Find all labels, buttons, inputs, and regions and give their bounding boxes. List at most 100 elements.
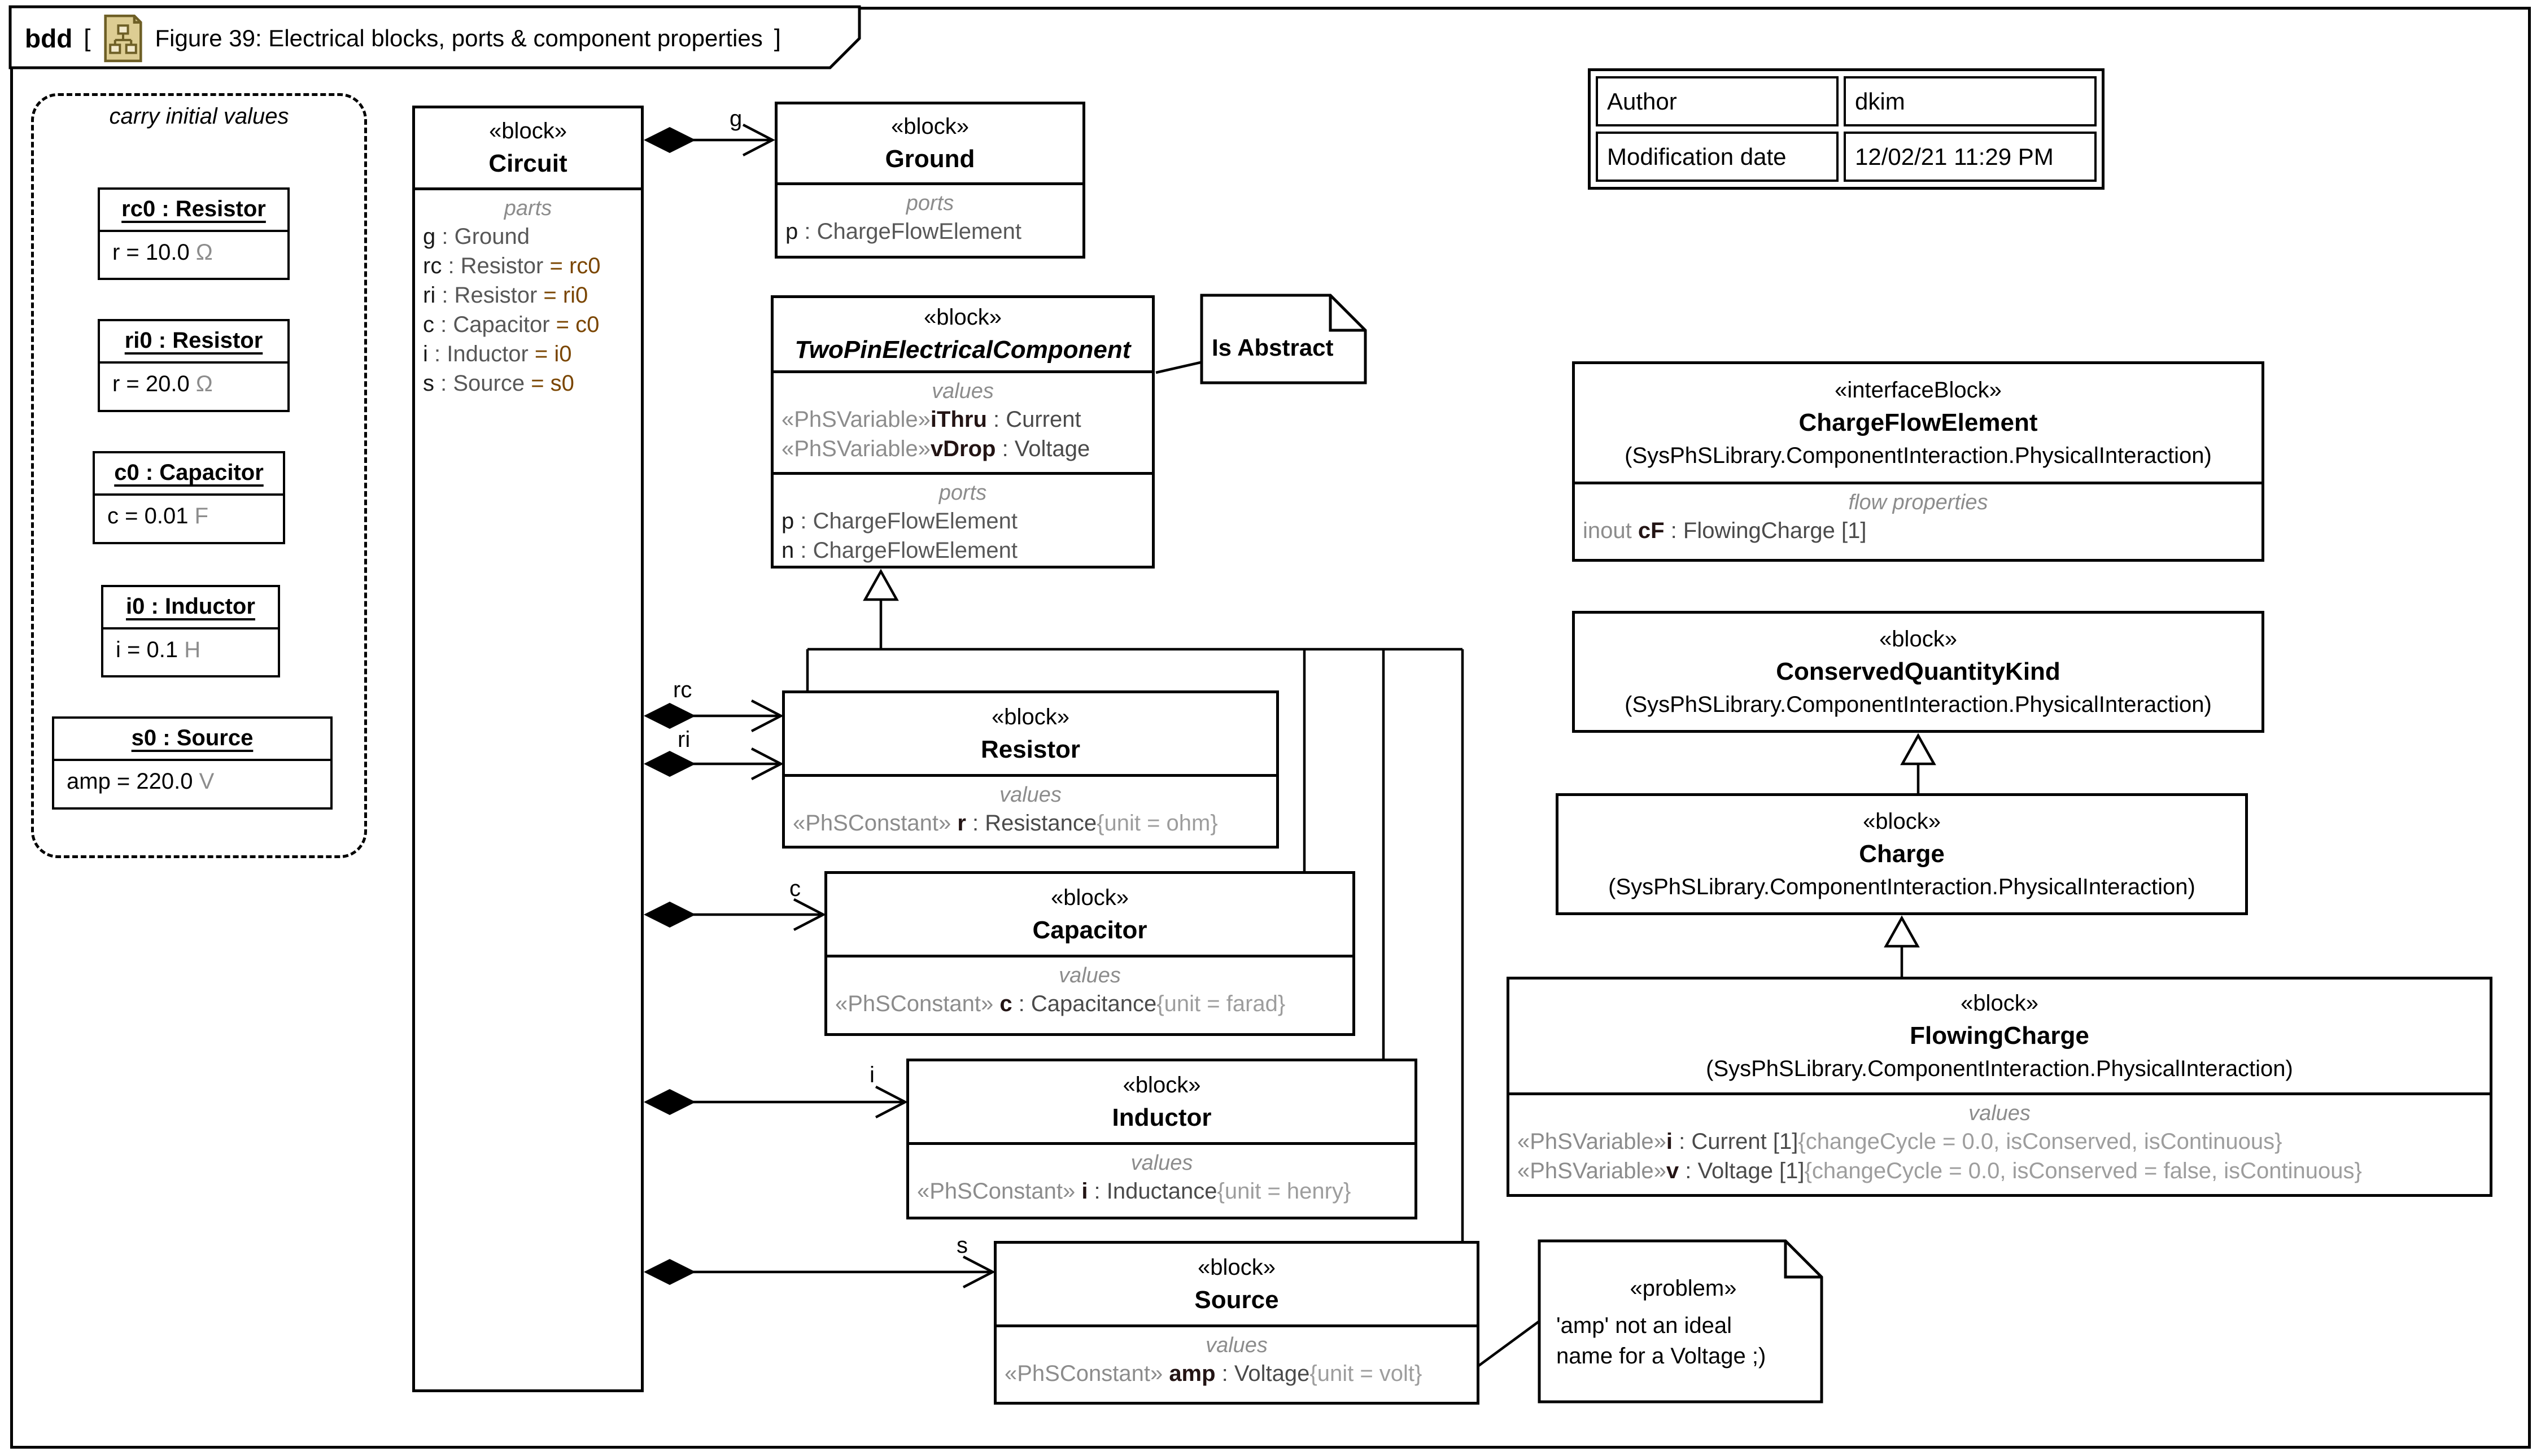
- info-key: Modification date: [1596, 132, 1839, 182]
- instance-slot: r = 20.0 Ω: [112, 371, 213, 396]
- block-stereotype: «block»: [891, 114, 969, 139]
- connector-ri: [644, 747, 784, 780]
- values-compartment: values «PhSConstant» r : Resistance{unit…: [785, 774, 1276, 846]
- diagram-title: Figure 39: Electrical blocks, ports & co…: [155, 25, 763, 51]
- class-diagram-icon: [103, 14, 142, 63]
- instance-c0: c0 : Capacitor c = 0.01 F: [93, 451, 285, 544]
- compartment-label: ports: [906, 191, 954, 215]
- note-stereotype: «problem»: [1630, 1276, 1737, 1301]
- block-charge: «block» Charge (SysPhSLibrary.ComponentI…: [1556, 793, 2248, 915]
- diagram-kind-label: bdd: [25, 24, 73, 53]
- block-ground: «block» Ground ports p : ChargeFlowEleme…: [775, 102, 1085, 259]
- compartment-label: ports: [938, 481, 987, 505]
- value-property: «PhSConstant» i : Inductance{unit = henr…: [917, 1179, 1351, 1204]
- frame-tab-shape: [8, 5, 861, 69]
- block-inductor: «block» Inductor values «PhSConstant» i …: [906, 1059, 1417, 1219]
- flow-properties-compartment: flow properties inout cF : FlowingCharge…: [1575, 482, 2261, 559]
- value-property: «PhSVariable»i : Current [1]{changeCycle…: [1517, 1129, 2282, 1154]
- instance-slot: c = 0.01 F: [107, 504, 208, 528]
- parts-compartment: parts g : Ground rc : Resistor = rc0 ri …: [415, 187, 641, 1389]
- instance-rc0: rc0 : Resistor r = 10.0 Ω: [98, 187, 290, 280]
- ports-compartment: ports p : ChargeFlowElement n : ChargeFl…: [774, 472, 1152, 566]
- values-compartment: values «PhSConstant» i : Inductance{unit…: [909, 1142, 1414, 1217]
- note-line: name for a Voltage ;): [1556, 1344, 1766, 1368]
- tab-close-bracket: ]: [774, 24, 781, 52]
- value-property: «PhSVariable»vDrop : Voltage: [781, 436, 1090, 461]
- block-stereotype: «block»: [1198, 1254, 1276, 1280]
- compartment-label: values: [1206, 1333, 1268, 1357]
- block-conserved-quantity-kind: «block» ConservedQuantityKind (SysPhSLib…: [1572, 611, 2264, 733]
- tab-open-bracket: [: [84, 24, 91, 52]
- value-property: «PhSVariable»v : Voltage [1]{changeCycle…: [1517, 1158, 2362, 1183]
- port-property: n : ChargeFlowElement: [781, 538, 1018, 563]
- ports-compartment: ports p : ChargeFlowElement: [778, 182, 1082, 256]
- generalization-flowing-charge: [1884, 915, 1920, 978]
- port-property: p : ChargeFlowElement: [781, 509, 1018, 534]
- block-name: Capacitor: [1032, 916, 1147, 944]
- connector-rc: [644, 699, 784, 732]
- connector-label-ri: ri: [678, 727, 691, 752]
- value-property: «PhSConstant» r : Resistance{unit = ohm}: [793, 811, 1218, 836]
- value-property: «PhSConstant» c : Capacitance{unit = far…: [835, 991, 1286, 1016]
- values-compartment: values «PhSConstant» amp : Voltage{unit …: [997, 1324, 1477, 1402]
- part-property: c : Capacitor = c0: [423, 312, 600, 337]
- instance-name: rc0 : Resistor: [100, 190, 287, 232]
- compartment-label: values: [999, 783, 1062, 807]
- instance-name: ri0 : Resistor: [100, 321, 287, 364]
- block-source: «block» Source values «PhSConstant» amp …: [994, 1241, 1479, 1405]
- block-name: Resistor: [980, 735, 1081, 763]
- generalization-charge: [1900, 733, 1936, 795]
- part-property: s : Source = s0: [423, 371, 574, 396]
- connector-label-c: c: [789, 876, 801, 901]
- note-text: Is Abstract: [1212, 334, 1334, 361]
- part-property: i : Inductor = i0: [423, 342, 572, 366]
- diagram-frame-border: [10, 7, 2531, 1449]
- connector-label-rc: rc: [673, 677, 692, 702]
- info-value: dkim: [1844, 76, 2097, 126]
- compartment-label: values: [1968, 1101, 2031, 1125]
- note-problem: «problem» 'amp' not an ideal name for a …: [1539, 1241, 1822, 1402]
- diagram-info-table: Author dkim Modification date 12/02/21 1…: [1588, 68, 2105, 190]
- block-stereotype: «interfaceBlock»: [1835, 378, 2002, 403]
- block-name: ChargeFlowElement: [1798, 409, 2038, 436]
- block-name: ConservedQuantityKind: [1776, 658, 2060, 685]
- initial-values-group-box: [31, 93, 367, 858]
- instance-slot: i = 0.1 H: [116, 637, 201, 662]
- block-name: Inductor: [1112, 1103, 1212, 1131]
- block-owner-path: (SysPhSLibrary.ComponentInteraction.Phys…: [1706, 1056, 2293, 1081]
- block-name: TwoPinElectricalComponent: [794, 336, 1131, 364]
- connector-label-i: i: [870, 1063, 875, 1087]
- value-property: «PhSVariable»iThru : Current: [781, 407, 1081, 432]
- block-charge-flow-element: «interfaceBlock» ChargeFlowElement (SysP…: [1572, 361, 2264, 562]
- value-property: «PhSConstant» amp : Voltage{unit = volt}: [1005, 1361, 1422, 1386]
- block-stereotype: «block»: [924, 305, 1002, 330]
- compartment-label: values: [1059, 964, 1121, 987]
- block-name: Ground: [885, 145, 975, 173]
- block-owner-path: (SysPhSLibrary.ComponentInteraction.Phys…: [1625, 443, 2212, 468]
- block-stereotype: «block»: [1123, 1072, 1201, 1098]
- instance-i0: i0 : Inductor i = 0.1 H: [101, 585, 280, 677]
- flow-property: inout cF : FlowingCharge [1]: [1583, 518, 1867, 543]
- note-line: 'amp' not an ideal: [1556, 1313, 1732, 1338]
- block-name: FlowingCharge: [1910, 1022, 2089, 1050]
- block-resistor: «block» Resistor values «PhSConstant» r …: [782, 690, 1279, 849]
- note-anchor-is-abstract: [1155, 361, 1201, 374]
- diagram-frame-tab: bdd [ Figure 39: Electrical blocks, port…: [25, 12, 849, 64]
- values-compartment: values «PhSVariable»i : Current [1]{chan…: [1509, 1092, 2490, 1194]
- part-property: g : Ground: [423, 224, 530, 249]
- note-is-abstract: Is Abstract: [1212, 295, 1360, 383]
- instance-name: c0 : Capacitor: [95, 453, 283, 496]
- block-stereotype: «block»: [1879, 627, 1957, 652]
- instance-slot: r = 10.0 Ω: [112, 240, 213, 265]
- instance-name: s0 : Source: [54, 719, 330, 761]
- connector-label-g: g: [730, 106, 743, 131]
- block-owner-path: (SysPhSLibrary.ComponentInteraction.Phys…: [1608, 875, 2195, 899]
- block-two-pin-electrical-component: «block» TwoPinElectricalComponent values…: [771, 295, 1155, 569]
- block-stereotype: «block»: [1961, 991, 2038, 1016]
- values-compartment: values «PhSVariable»iThru : Current «PhS…: [774, 370, 1152, 472]
- instance-name: i0 : Inductor: [103, 587, 278, 629]
- generalization-two-pin: [806, 569, 1464, 1243]
- block-stereotype: «block»: [1863, 809, 1941, 834]
- block-stereotype: «block»: [489, 119, 567, 143]
